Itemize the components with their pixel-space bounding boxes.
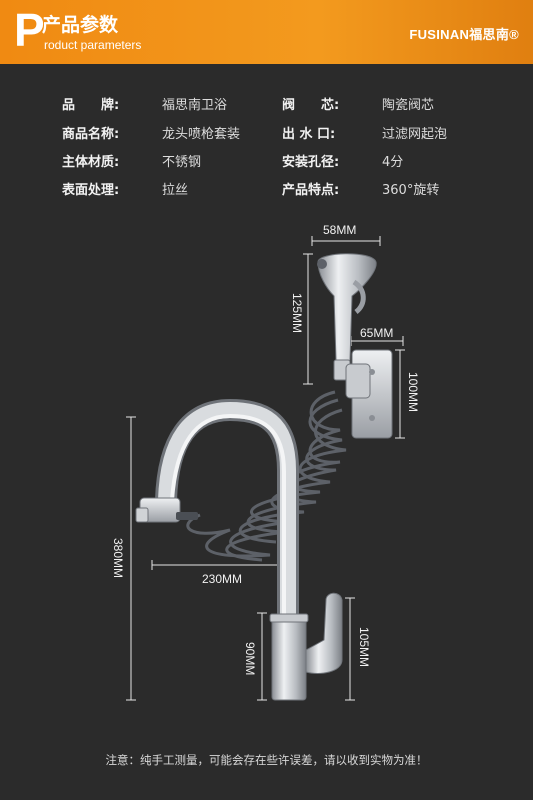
spec-value: 陶瓷阀芯	[382, 98, 435, 113]
faucet-body	[135, 398, 343, 701]
dimension-lines	[126, 236, 405, 701]
spec-value: 4分	[382, 155, 404, 170]
header-subtitle: roduct parameters	[44, 38, 142, 52]
spec-label: 品 牌:	[62, 98, 120, 113]
spec-value: 福思南卫浴	[162, 98, 228, 113]
header-title: 产品参数	[42, 14, 119, 36]
header-banner: P 产品参数 roduct parameters FUSINAN福思南®	[0, 0, 533, 64]
dim-holder-height: 100MM	[406, 372, 420, 413]
spec-value: 不锈钢	[162, 155, 202, 170]
dim-sprayer-width: 58MM	[323, 223, 357, 237]
spec-label: 产品特点:	[282, 183, 340, 198]
measurement-note: 注意：纯手工测量，可能会存在些许误差，请以收到实物为准！	[105, 753, 428, 767]
spec-label: 主体材质:	[62, 155, 120, 170]
spec-label: 阀 芯:	[282, 98, 340, 113]
dim-total-height: 380MM	[111, 538, 125, 579]
spec-value: 拉丝	[162, 183, 189, 198]
spec-value: 龙头喷枪套装	[162, 127, 241, 142]
spec-label: 表面处理:	[62, 183, 120, 198]
brand-logo: FUSINAN福思南®	[409, 27, 519, 42]
spec-label: 安装孔径:	[282, 155, 340, 170]
dim-sprayer-height: 125MM	[290, 293, 304, 334]
spec-value: 过滤网起泡	[382, 127, 448, 142]
sprayer-holder	[345, 349, 393, 439]
dim-base-height: 90MM	[243, 642, 257, 676]
dim-holder-width: 65MM	[360, 326, 394, 340]
spec-value: 360°旋转	[382, 183, 440, 198]
header-big-letter: P	[14, 4, 45, 56]
spec-label: 商品名称:	[62, 127, 120, 142]
dim-spout-reach: 230MM	[202, 572, 243, 586]
hand-sprayer	[317, 253, 377, 381]
spec-label: 出 水 口:	[282, 127, 336, 142]
dim-handle-height: 105MM	[357, 627, 371, 668]
